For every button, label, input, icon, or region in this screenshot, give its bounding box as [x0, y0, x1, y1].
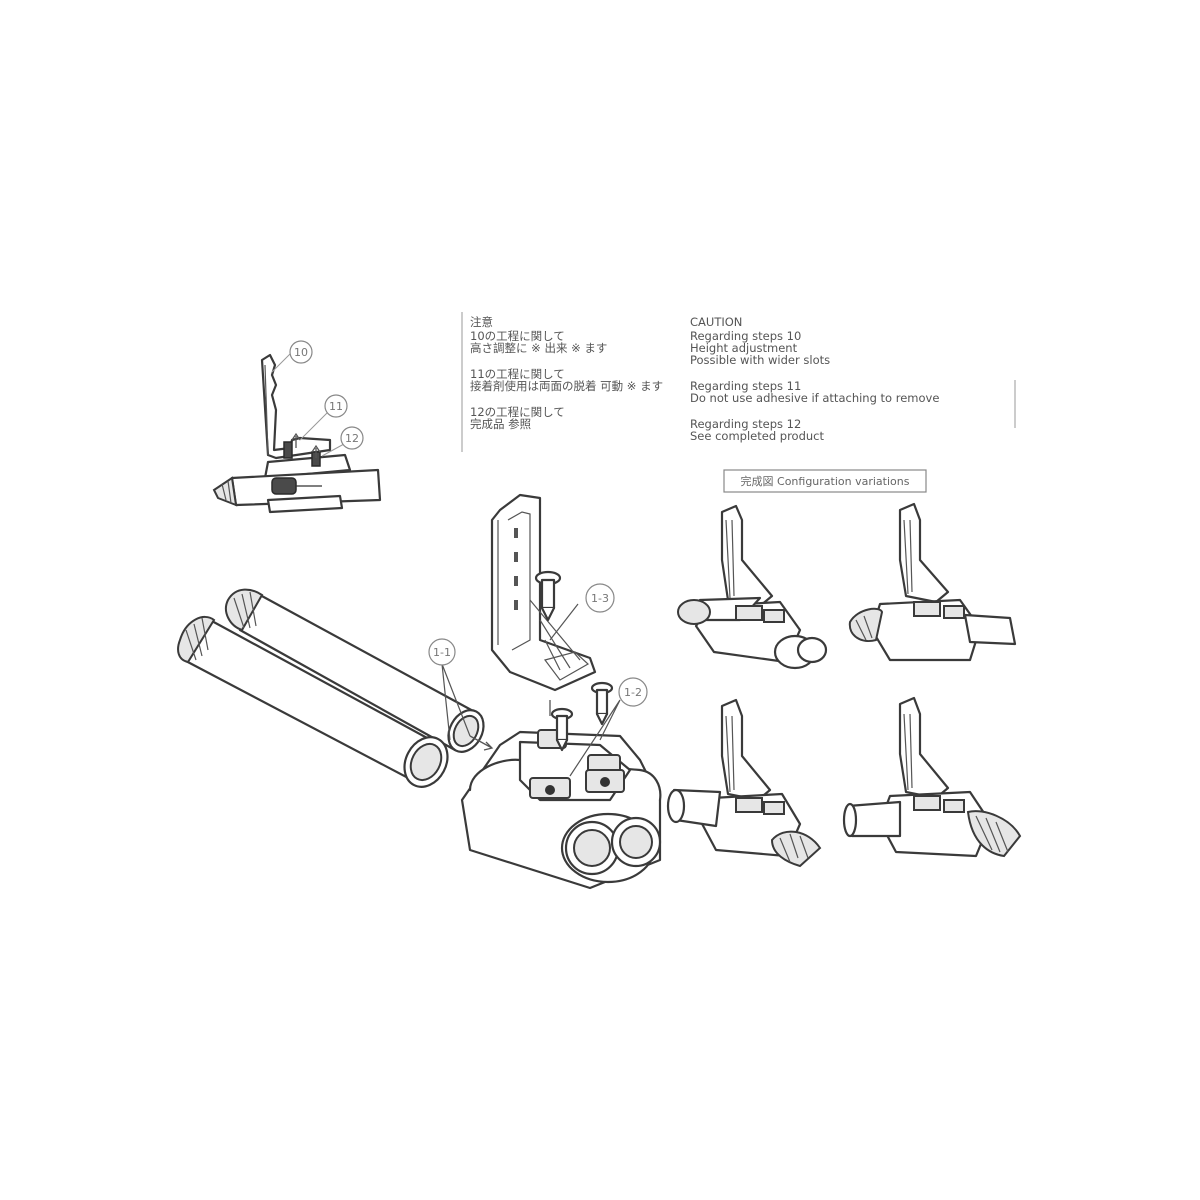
caution-jp-step11: 11の工程に関して — [470, 367, 565, 381]
callout-10: 10 — [294, 346, 308, 359]
configuration-variation-d — [842, 696, 1022, 858]
caution-jp-title: 注意 — [470, 315, 493, 329]
callout-12: 12 — [345, 432, 359, 445]
configuration-variation-a — [677, 504, 828, 670]
caution-en-step11-text: Do not use adhesive if attaching to remo… — [690, 391, 939, 405]
configuration-variation-b — [848, 502, 1017, 662]
configuration-variation-c — [666, 698, 822, 868]
callout-1-2: 1-2 — [624, 686, 642, 699]
callout-1-3: 1-3 — [591, 592, 609, 605]
callout-1-1: 1-1 — [433, 646, 451, 659]
caution-en-step11: Regarding steps 11 — [690, 379, 801, 393]
variations-label-box: 完成図 Configuration variations — [723, 469, 927, 493]
twin-pipes-part-1-1: 1-1 — [177, 588, 494, 788]
caution-en-step10-text: Height adjustment — [690, 341, 798, 355]
connector-block-part-1-2: 1-2 — [460, 677, 662, 890]
detail-steps-10-12: 10 11 12 — [212, 340, 382, 514]
caution-jp-step12-text: 完成品 参照 — [470, 417, 531, 431]
caution-en-step10-text2: Possible with wider slots — [690, 353, 830, 367]
caution-jp-step10-text: 高さ調整に ※ 出来 ※ ます — [470, 341, 607, 355]
caution-en-title: CAUTION — [690, 315, 742, 329]
variations-label: 完成図 Configuration variations — [741, 474, 910, 488]
caution-jp-step12: 12の工程に関して — [470, 405, 565, 419]
caution-jp-step11-text: 接着剤使用は両面の脱着 可動 ※ ます — [470, 379, 663, 393]
caution-notes: 注意 10の工程に関して 高さ調整に ※ 出来 ※ ます 11の工程に関して 接… — [461, 312, 1016, 452]
caution-en-step12-text: See completed product — [690, 429, 824, 443]
caution-en-step10: Regarding steps 10 — [690, 329, 801, 343]
caution-jp-step10: 10の工程に関して — [470, 329, 565, 343]
stand-bracket-part-1-3: 1-3 — [490, 493, 615, 692]
caution-en-step12: Regarding steps 12 — [690, 417, 801, 431]
callout-11: 11 — [329, 400, 343, 413]
